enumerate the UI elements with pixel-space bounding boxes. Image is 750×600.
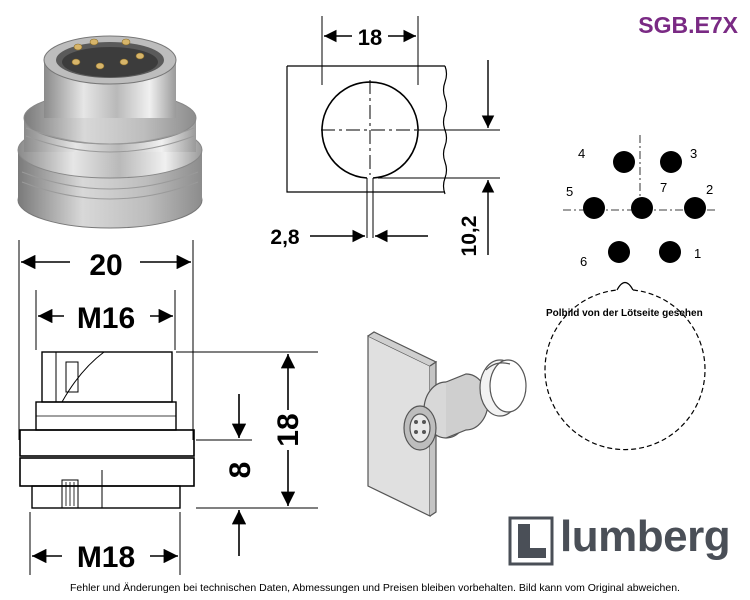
pole-view-drawing — [544, 135, 717, 451]
pin-1 — [659, 241, 681, 263]
panel-mount-sketch — [367, 331, 527, 517]
overall-width-label: 20 — [89, 249, 122, 282]
cutout-flat-label: 10,2 — [458, 216, 481, 257]
pin-5 — [583, 197, 605, 219]
pin-6 — [608, 241, 630, 263]
panel-cutout-drawing — [286, 16, 500, 255]
thread-m16-label: M16 — [77, 302, 135, 335]
pin-3 — [660, 151, 682, 173]
cutout-slot-label: 2,8 — [270, 226, 300, 249]
pin-label-3: 3 — [690, 146, 697, 161]
pin-label-7: 7 — [660, 180, 667, 195]
pin-label-1: 1 — [694, 246, 701, 261]
footer-disclaimer: Fehler und Änderungen bei technischen Da… — [70, 582, 680, 594]
thread-m18-label: M18 — [77, 541, 135, 574]
part-number: SGB.E7X — [638, 12, 738, 38]
flange-label: 8 — [224, 462, 257, 479]
pin-label-2: 2 — [706, 182, 713, 197]
lumberg-logo-icon — [508, 516, 554, 566]
cutout-width-label: 18 — [358, 25, 382, 50]
pin-4 — [613, 151, 635, 173]
side-view-drawing — [18, 240, 318, 575]
height-label: 18 — [272, 413, 305, 446]
pin-2 — [684, 197, 706, 219]
pin-7 — [631, 197, 653, 219]
pin-label-5: 5 — [566, 184, 573, 199]
pin-label-4: 4 — [578, 146, 585, 161]
connector-photo — [17, 35, 203, 229]
pole-view-caption: Polbild von der Lötseite gesehen — [546, 308, 703, 319]
brand-name: lumberg — [560, 512, 731, 561]
pin-label-6: 6 — [580, 254, 587, 269]
